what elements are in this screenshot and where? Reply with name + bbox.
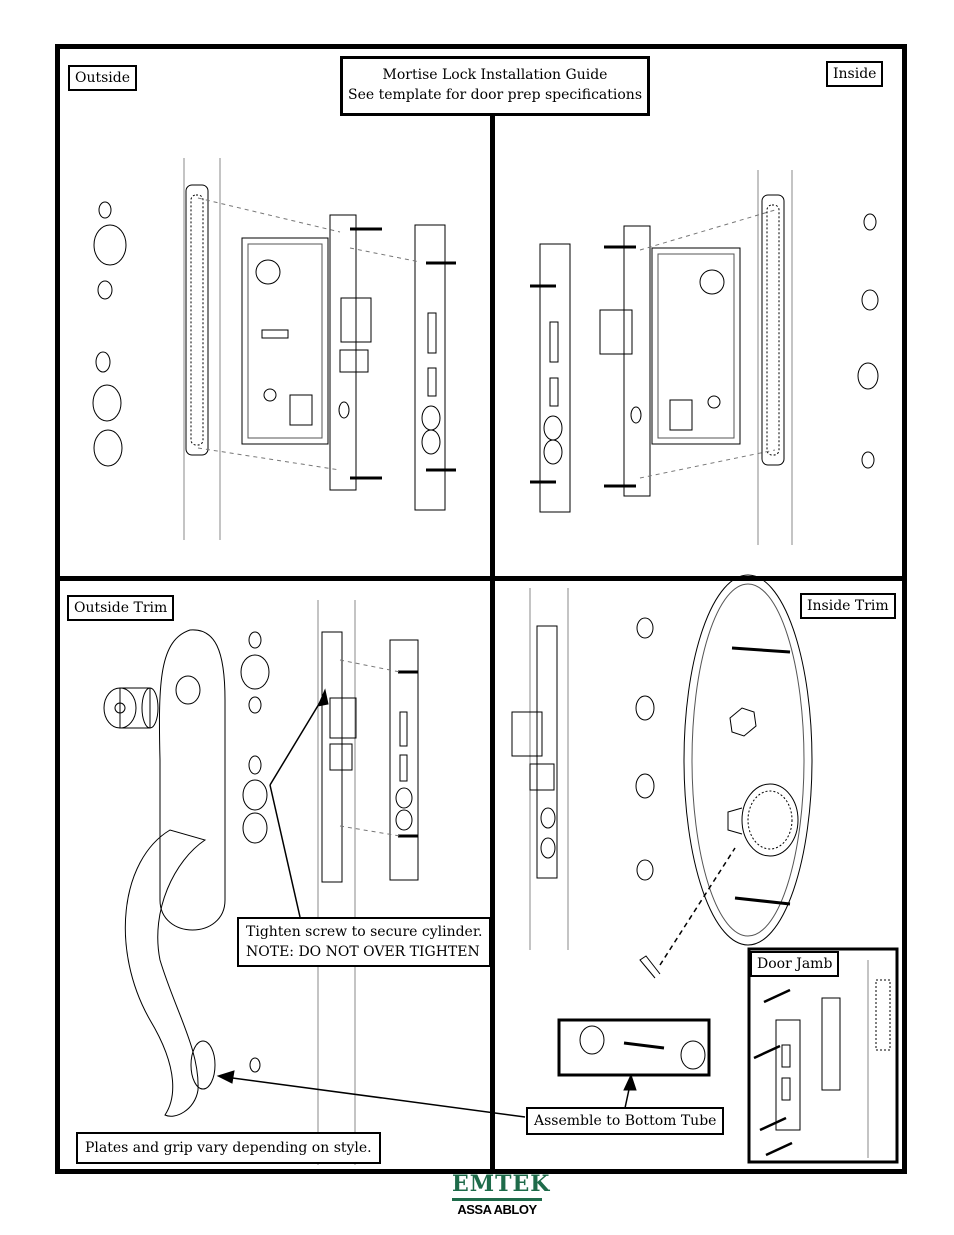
assemble-bottom-tube-callout: Assemble to Bottom Tube [526, 1107, 725, 1135]
plates-grip-callout: Plates and grip vary depending on style. [76, 1132, 381, 1164]
logo-sub: ASSA ABLOY [457, 1202, 537, 1217]
diagram-frame [55, 44, 907, 1174]
guide-subtitle: See template for door prep specification… [347, 87, 643, 103]
outside-trim-drawing [103, 600, 526, 1165]
inside-trim-label: Inside Trim [800, 593, 896, 619]
guide-title: Mortise Lock Installation Guide [382, 67, 608, 83]
divider-vertical-bottom [490, 578, 495, 1174]
do-not-over-tighten-text: NOTE: DO NOT OVER TIGHTEN [246, 944, 480, 960]
outside-trim-label: Outside Trim [67, 595, 175, 621]
tighten-screw-callout: Tighten screw to secure cylinder. NOTE: … [237, 917, 492, 967]
guide-title-box: Mortise Lock Installation Guide See temp… [340, 56, 650, 116]
door-jamb-label: Door Jamb [750, 951, 840, 977]
outside-mortise-drawing [92, 158, 456, 540]
divider-vertical-top [490, 116, 495, 578]
inside-label: Inside [826, 61, 884, 87]
logo-brand: EMTEK [452, 1170, 549, 1201]
inside-mortise-drawing [530, 170, 879, 545]
inside-trim-drawing [511, 574, 899, 1164]
divider-horizontal [55, 576, 907, 581]
outside-label: Outside [68, 65, 138, 91]
tighten-screw-text: Tighten screw to secure cylinder. [246, 924, 483, 940]
emtek-logo: EMTEK ASSA ABLOY [452, 1170, 549, 1218]
